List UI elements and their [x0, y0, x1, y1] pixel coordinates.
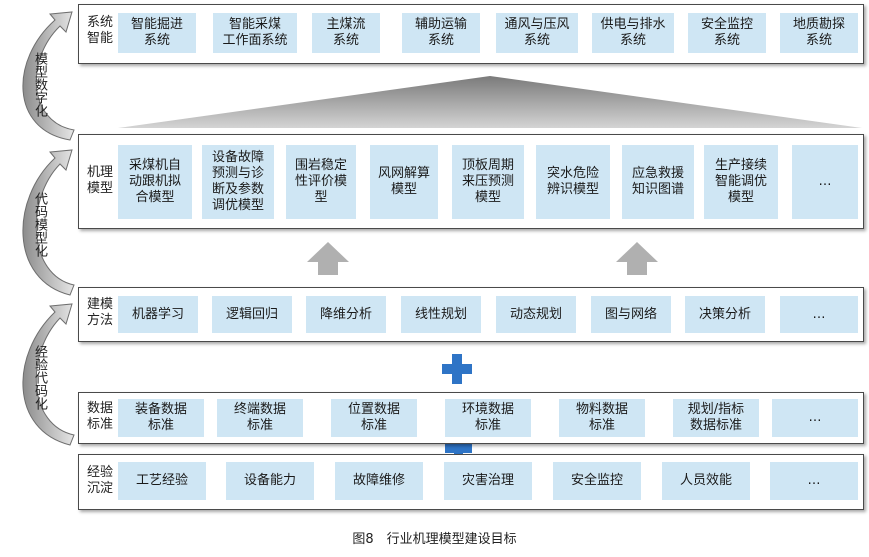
system-box-5: 通风与压风 系统 — [496, 13, 578, 53]
experience-box-2: 设备能力 — [226, 462, 314, 500]
mechanism-box-3: 围岩稳定 性评价模 型 — [286, 145, 356, 219]
data-box-ellipsis: … — [772, 399, 858, 437]
layer-label-method: 建模 方法 — [86, 297, 113, 328]
method-box-5: 动态规划 — [496, 296, 576, 333]
mechanism-box-8: 生产接续 智能调优 模型 — [704, 145, 778, 219]
experience-box-4: 灾害治理 — [444, 462, 532, 500]
experience-box-6: 人员效能 — [662, 462, 750, 500]
mechanism-box-7: 应急救援 知识图谱 — [622, 145, 694, 219]
data-box-1: 装备数据 标准 — [118, 399, 204, 437]
mechanism-box-1: 采煤机自 动跟机拟 合模型 — [118, 145, 192, 219]
system-box-1: 智能掘进 系统 — [118, 13, 196, 53]
mechanism-box-5: 顶板周期 来压预测 模型 — [452, 145, 524, 219]
system-box-4: 辅助运输 系统 — [402, 13, 480, 53]
system-box-6: 供电与排水 系统 — [592, 13, 674, 53]
method-box-4: 线性规划 — [401, 296, 481, 333]
experience-box-1: 工艺经验 — [118, 462, 206, 500]
method-box-3: 降维分析 — [306, 296, 386, 333]
data-box-3: 位置数据 标准 — [331, 399, 417, 437]
curved-arrow-3 — [22, 303, 75, 446]
data-box-2: 终端数据 标准 — [217, 399, 303, 437]
curved-arrow-2 — [22, 149, 75, 296]
up-arrow-right — [616, 242, 658, 275]
mechanism-box-ellipsis: … — [792, 145, 858, 219]
side-label-experience-codify: 经验代码化 — [32, 345, 47, 410]
method-box-6: 图与网络 — [591, 296, 671, 333]
method-box-ellipsis: … — [780, 296, 858, 333]
layer-label-system: 系统 智能 — [86, 15, 113, 46]
side-label-code-modelize: 代码模型化 — [32, 192, 47, 257]
layer-label-mechanism: 机理 模型 — [86, 165, 113, 196]
layer-label-experience: 经验 沉淀 — [86, 465, 113, 496]
curved-arrow-1 — [22, 11, 75, 141]
system-box-2: 智能采煤 工作面系统 — [213, 13, 297, 53]
experience-box-ellipsis: … — [770, 462, 858, 500]
data-box-4: 环境数据 标准 — [445, 399, 531, 437]
system-box-7: 安全监控 系统 — [688, 13, 766, 53]
plus-icon-upper — [442, 354, 472, 384]
figure-caption: 图8 行业机理模型建设目标 — [352, 532, 517, 547]
data-box-5: 物料数据 标准 — [559, 399, 645, 437]
method-box-2: 逻辑回归 — [212, 296, 292, 333]
data-box-6: 规划/指标 数据标准 — [673, 399, 759, 437]
method-box-1: 机器学习 — [118, 296, 198, 333]
system-box-3: 主煤流 系统 — [312, 13, 380, 53]
side-label-model-digitize: 模型数字化 — [32, 52, 47, 117]
mechanism-box-2: 设备故障 预测与诊 断及参数 调优模型 — [202, 145, 274, 219]
up-arrow-left — [307, 242, 349, 275]
mechanism-box-4: 风网解算 模型 — [370, 145, 438, 219]
system-box-8: 地质勘探 系统 — [780, 13, 858, 53]
experience-box-5: 安全监控 — [553, 462, 641, 500]
experience-box-3: 故障维修 — [335, 462, 423, 500]
method-box-7: 决策分析 — [685, 296, 765, 333]
layer-label-data: 数据 标准 — [86, 401, 113, 432]
mechanism-box-6: 突水危险 辨识模型 — [536, 145, 610, 219]
